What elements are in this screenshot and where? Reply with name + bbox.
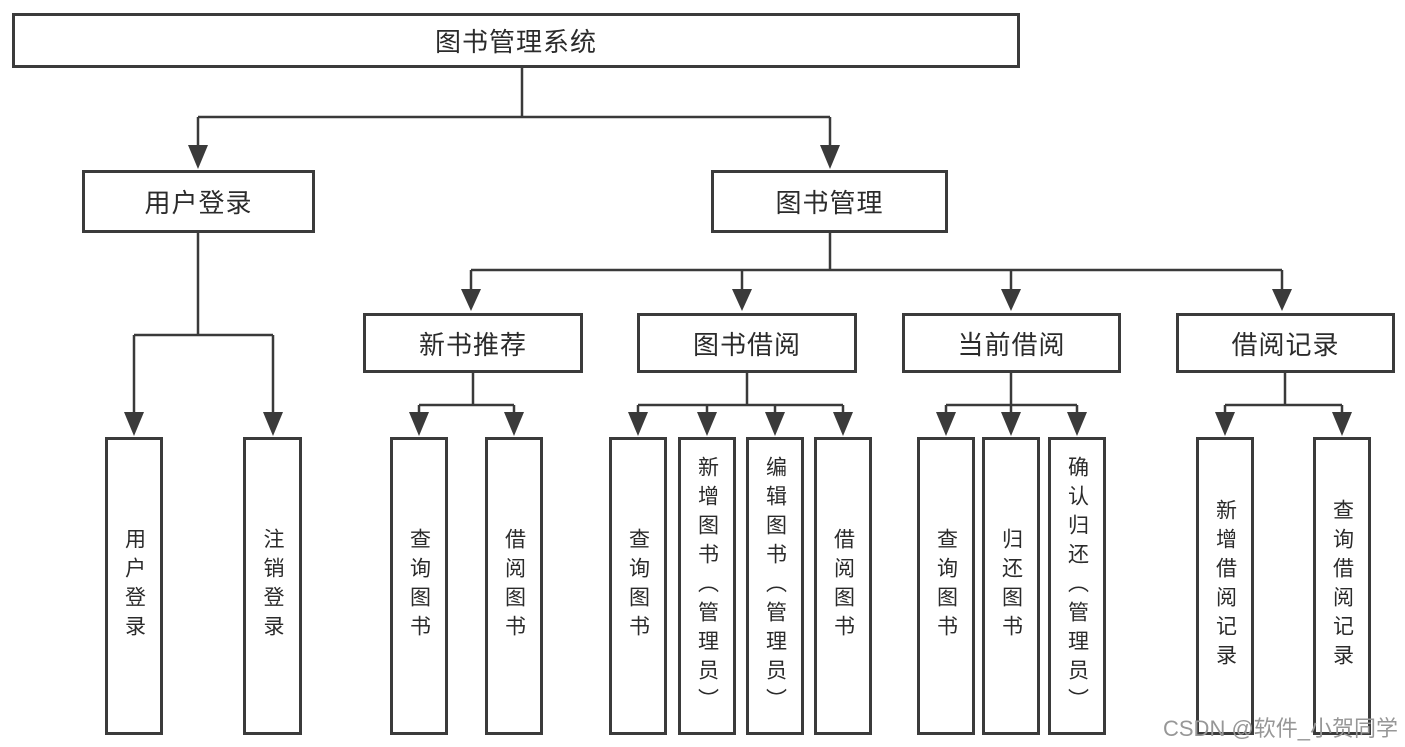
leaf-borrow-books-recommend: 借阅图书 [485,437,543,735]
node-book-borrow: 图书借阅 [637,313,857,373]
node-label: 图书借阅 [692,329,801,360]
leaf-return-books: 归还图书 [982,437,1040,735]
node-user-login: 用户登录 [82,170,315,233]
node-current-borrow: 当前借阅 [902,313,1121,373]
leaf-query-books-borrow: 查询图书 [609,437,667,735]
node-label: 归还图书 [999,528,1023,644]
node-book-management: 图书管理 [711,170,948,233]
leaf-borrow-books: 借阅图书 [814,437,872,735]
arrowheads [124,145,1352,436]
leaf-edit-books-admin: 编辑图书（管理员） [746,437,804,735]
node-label: 当前借阅 [957,329,1066,360]
node-label: 查询借阅记录 [1330,499,1354,673]
node-label: 用户登录 [144,188,253,218]
leaf-confirm-return-admin: 确认归还（管理员） [1048,437,1106,735]
leaf-add-borrow-record: 新增借阅记录 [1196,437,1254,735]
node-label: 查询图书 [407,528,431,644]
node-label: 注销登录 [261,528,284,644]
node-label: 借阅图书 [831,528,855,644]
node-label: 新增借阅记录 [1213,499,1237,673]
leaf-add-books-admin: 新增图书（管理员） [678,437,736,735]
node-label: 新书推荐 [418,329,527,360]
csdn-watermark: CSDN @软件_小贺同学 [1163,716,1399,741]
node-label: 借阅记录 [1231,329,1340,360]
node-label: 确认归还（管理员） [1065,455,1089,717]
leaf-logout: 注销登录 [243,437,302,735]
node-label: 查询图书 [934,528,958,644]
node-label: 图书管理 [775,188,884,218]
node-label: 查询图书 [626,528,650,644]
leaf-user-login: 用户登录 [105,437,163,735]
leaf-query-books-recommend: 查询图书 [390,437,448,735]
node-borrow-records: 借阅记录 [1176,313,1395,373]
leaf-query-books-current: 查询图书 [917,437,975,735]
leaf-query-borrow-record: 查询借阅记录 [1313,437,1371,735]
node-label: 图书管理系统 [434,27,597,57]
node-label: 编辑图书（管理员） [763,455,787,717]
node-new-book-recommend: 新书推荐 [363,313,583,373]
node-root-system: 图书管理系统 [12,13,1020,68]
node-label: 用户登录 [122,528,146,644]
node-label: 借阅图书 [502,528,526,644]
node-label: 新增图书（管理员） [695,455,719,717]
